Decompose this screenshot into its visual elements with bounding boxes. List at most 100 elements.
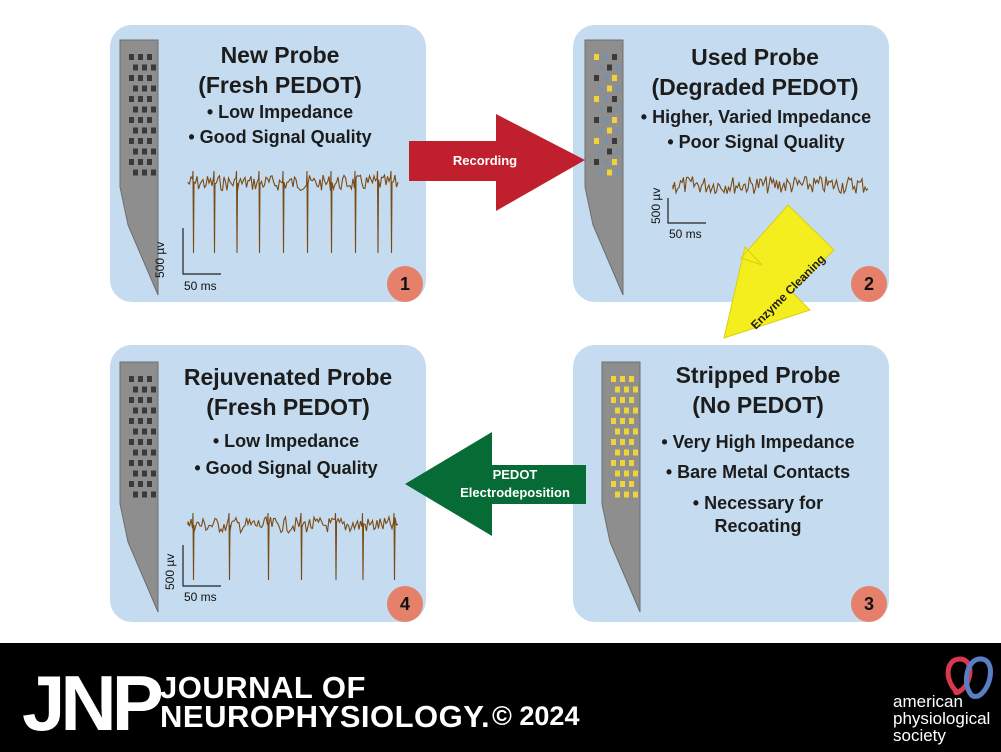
probe-contact [138,159,143,165]
panel-3-subtitle: (No PEDOT) [692,392,824,418]
probe-contact [129,96,134,102]
panel-1-scale-voltage: 500 µv [153,241,167,278]
probe-contact [603,159,608,165]
probe-contact [138,54,143,60]
probe-contact [616,148,621,155]
probe-contact [620,418,625,424]
probe-contact [603,75,608,81]
probe-contact [603,96,608,102]
probe-contact [594,138,599,144]
probe-contact [633,407,638,414]
probe-contact [624,407,629,414]
probe-contact [138,96,143,102]
probe-contact [147,117,152,123]
probe-contact [133,169,138,176]
probe-contact [138,460,143,466]
signal-trace-rejuvenated [187,512,399,581]
probe-contact [629,397,634,403]
probe-contact [629,376,634,382]
panel-1-bullet-1: • Low Impedance [206,102,354,122]
probe-contact [620,460,625,466]
probe-contact [129,376,134,382]
probe-contact [612,96,617,102]
probe-contact [138,418,143,424]
probe-contact [612,138,617,144]
probe-contact [151,491,156,498]
probe-contact [129,418,134,424]
probe-contact [594,117,599,123]
probe-contact [147,439,152,445]
probe-contact [598,85,603,92]
panel-2-subtitle: (Degraded PEDOT) [651,74,859,100]
panel-2-scale-time: 50 ms [669,227,702,241]
probe-shank-new [119,39,159,296]
probe-contact [607,64,612,71]
probe-contact [611,418,616,424]
panel-1-bullet-2: • Good Signal Quality [188,127,372,147]
probe-contact [142,85,147,92]
panel-2-scale-voltage: 500 µv [649,187,663,224]
probe-contact [133,85,138,92]
probe-contact [151,449,156,456]
probe-contact [147,159,152,165]
probe-contact [151,169,156,176]
journal-name-line-2: NEUROPHYSIOLOGY. [160,699,491,734]
probe-contact [612,117,617,123]
probe-contact [151,407,156,414]
probe-contact [615,407,620,414]
probe-contact [616,127,621,134]
panel-1-step-badge: 1 [387,266,423,302]
probe-contact [616,85,621,92]
panel-4-step-badge: 4 [387,586,423,622]
probe-contact [147,96,152,102]
panel-2-title: Used Probe [691,44,819,70]
probe-contact [147,138,152,144]
panel-4-scale-voltage: 500 µv [163,553,177,590]
probe-contact [129,117,134,123]
panel-4-bullet-2: • Good Signal Quality [194,458,378,478]
probe-contact [633,470,638,477]
probe-contact [138,439,143,445]
scale-bar-1 [182,228,221,275]
probe-contact [138,481,143,487]
probe-contact [151,386,156,393]
probe-contact [629,439,634,445]
probe-contact [615,386,620,393]
panel-1-title: New Probe [220,42,340,68]
probe-shank-stripped [601,361,641,613]
probe-contact [151,428,156,435]
journal-footer: JNP JOURNAL OF NEUROPHYSIOLOGY. © 2024 a… [0,643,1001,752]
probe-contact [611,481,616,487]
probe-contact [616,64,621,71]
probe-contact [133,407,138,414]
probe-contact [612,54,617,60]
probe-contact [611,439,616,445]
panel-3-bullet-3-cont: Recoating [714,516,802,536]
probe-contact [151,85,156,92]
panel-2-bullet-1: • Higher, Varied Impedance [640,107,872,127]
copyright-text: © 2024 [492,701,580,731]
probe-contact [629,481,634,487]
jnp-logo: JNP [22,659,164,747]
probe-contact [133,148,138,155]
probe-contact [133,386,138,393]
panel-3-bullet-1: • Very High Impedance [661,432,855,452]
pedot-electrodeposition-arrow [405,432,586,536]
probe-contact [598,169,603,176]
pedot-arrow-label-2: Electrodeposition [460,485,570,500]
probe-contact [624,428,629,435]
probe-contact [620,397,625,403]
panel-3-step-badge: 3 [851,586,887,622]
probe-contact [142,470,147,477]
panel-2-bullet-2: • Poor Signal Quality [667,132,845,152]
probe-contact [129,159,134,165]
panel-1-subtitle: (Fresh PEDOT) [198,72,362,98]
journal-name-line-1: JOURNAL OF [160,670,366,705]
probe-contact [594,159,599,165]
probe-contact [142,64,147,71]
probe-contact [138,376,143,382]
probe-contact [151,148,156,155]
panel-3-title: Stripped Probe [675,362,841,388]
probe-contact [138,397,143,403]
